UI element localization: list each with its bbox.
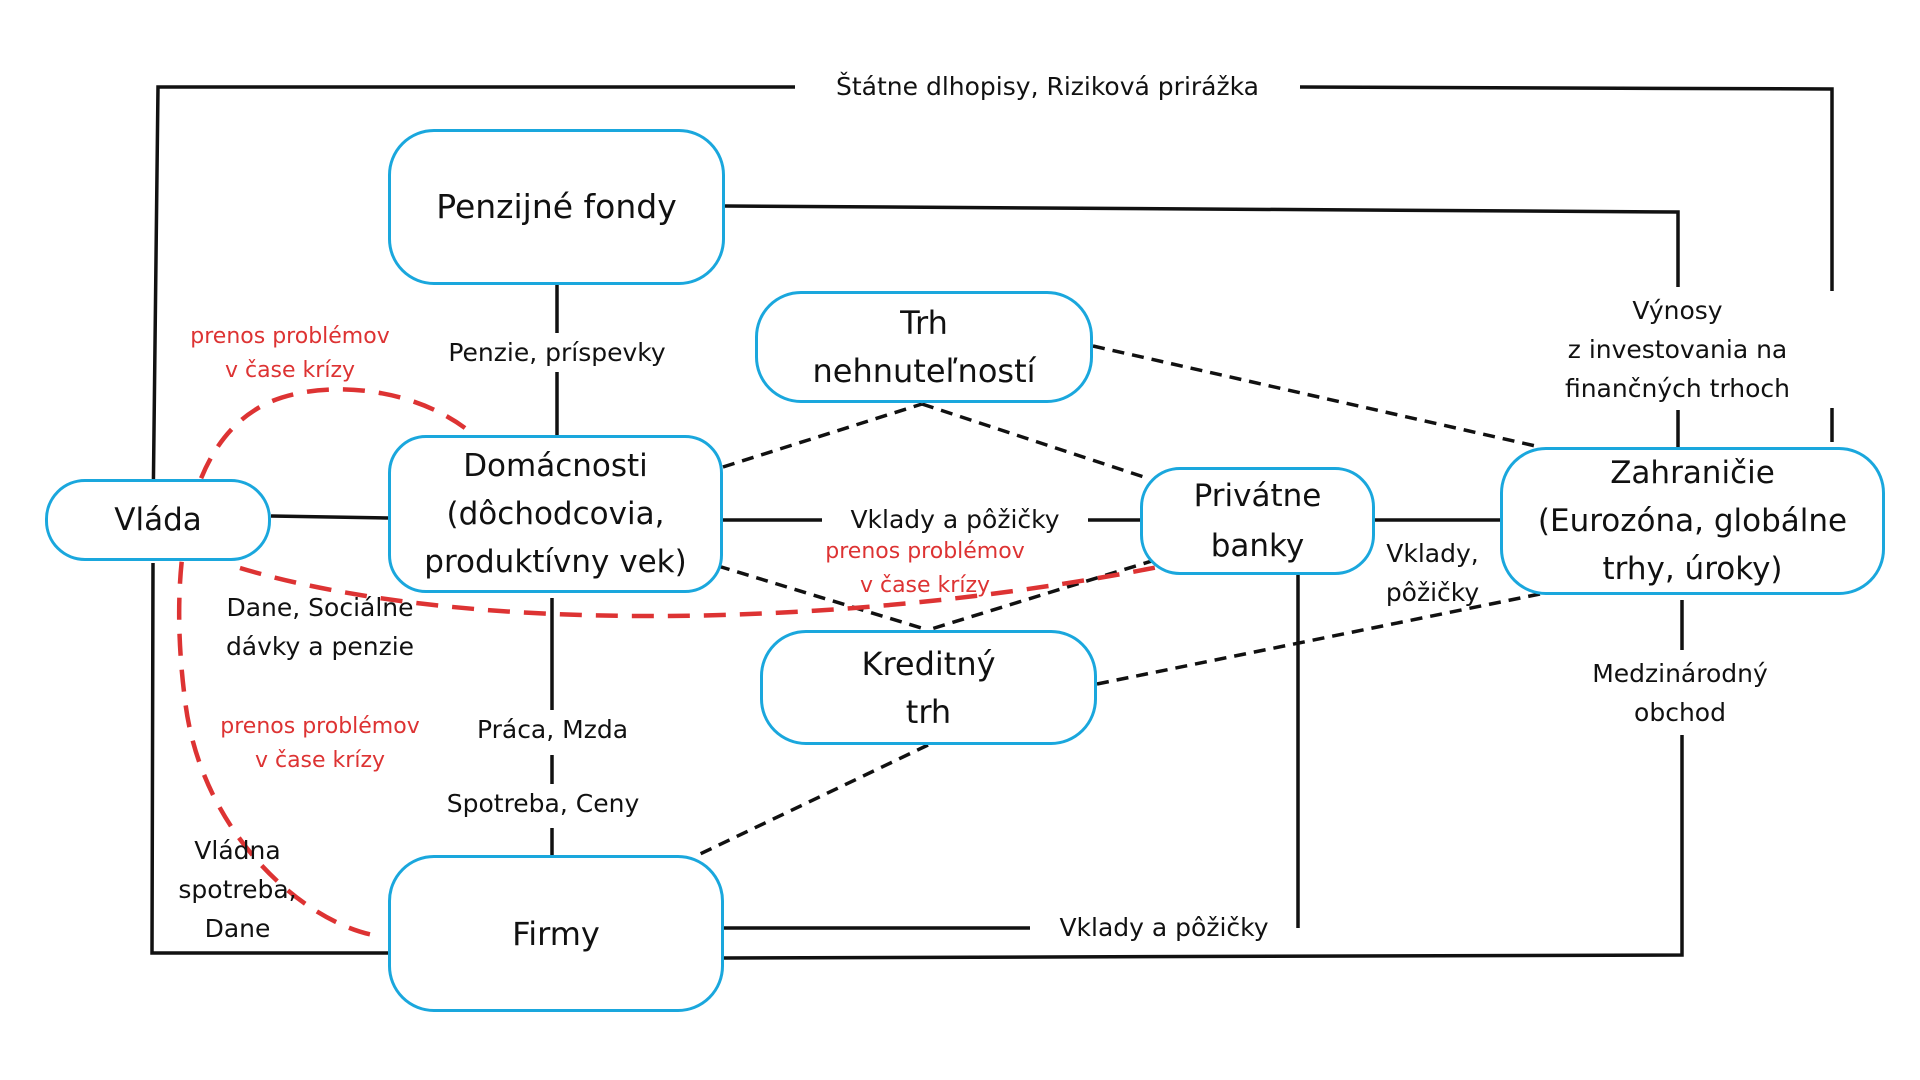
label-dane-socialne: Dane, Sociálne dávky a penzie <box>225 593 415 661</box>
label-vklady-pozicky-top: Vklady a pôžičky <box>825 500 1085 539</box>
line-firmy-medzinarodny-obchod <box>722 735 1684 960</box>
node-firmy[interactable]: Firmy <box>388 855 724 1012</box>
node-trh-nehnutelnosti-label: Trh nehnuteľností <box>812 304 1036 390</box>
node-vlada[interactable]: Vláda <box>45 479 271 561</box>
label-vladna-spotreba: Vládna spotreba, Dane <box>178 836 297 943</box>
node-vlada-label: Vláda <box>114 502 202 538</box>
crisis-curve-domacnosti-vlada-firmy <box>176 387 467 938</box>
node-penzijne-fondy[interactable]: Penzijné fondy <box>388 129 725 285</box>
label-statne-dlhopisy: Štátne dlhopisy, Riziková prirážka <box>800 67 1295 106</box>
label-medzinarodny-obchod: Medzinárodný obchod <box>1560 654 1800 732</box>
node-privatne-banky-label: Privátne banky <box>1193 478 1322 564</box>
node-kreditny-trh[interactable]: Kreditný trh <box>760 630 1097 745</box>
dash-trh-nehnutelnosti-privatne-banky <box>921 402 1148 480</box>
crisis-label-bottom-left: prenos problémov v čase krízy <box>220 714 420 773</box>
node-privatne-banky[interactable]: Privátne banky <box>1140 467 1375 575</box>
label-praca-mzda: Práca, Mzda <box>440 710 665 749</box>
line-penzijne-fondy-vynosy <box>724 204 1680 287</box>
node-penzijne-fondy-label: Penzijné fondy <box>436 187 677 226</box>
node-trh-nehnutelnosti[interactable]: Trh nehnuteľností <box>755 291 1093 403</box>
dash-trh-nehnutelnosti-zahranicie <box>1092 344 1541 449</box>
dash-kreditny-trh-firmy <box>697 743 929 857</box>
node-zahranicie[interactable]: Zahraničie (Eurozóna, globálne trhy, úro… <box>1500 447 1885 595</box>
node-domacnosti-label: Domácnosti (dôchodcovia, produktívny vek… <box>424 448 687 580</box>
node-zahranicie-label: Zahraničie (Eurozóna, globálne trhy, úro… <box>1537 455 1848 587</box>
node-domacnosti[interactable]: Domácnosti (dôchodcovia, produktívny vek… <box>388 435 723 593</box>
dash-domacnosti-kreditny-trh <box>717 564 929 632</box>
label-penzie-prispevky: Penzie, príspevky <box>417 333 697 372</box>
line-vlada-firmy <box>150 562 388 955</box>
crisis-curve-vlada-privatne-banky <box>239 560 1179 619</box>
crisis-label-middle: prenos problémov v čase krízy <box>825 539 1025 598</box>
label-vklady-pozicky-side: Vklady, pôžičky <box>1385 539 1480 607</box>
node-kreditny-trh-label: Kreditný trh <box>861 644 996 731</box>
label-spotreba-ceny: Spotreba, Ceny <box>413 784 673 823</box>
node-firmy-label: Firmy <box>512 914 600 953</box>
label-vynosy: Výnosy z investovania na finančných trho… <box>1520 291 1835 408</box>
line-vlada-domacnosti <box>270 514 389 520</box>
dash-kreditny-trh-zahranicie <box>1096 592 1541 686</box>
dash-domacnosti-trh-nehnutelnosti <box>722 402 923 469</box>
crisis-label-top-left: prenos problémov v čase krízy <box>190 324 390 383</box>
line-vlada-statne-dlhopisy-left <box>151 85 795 518</box>
label-vklady-pozicky-bottom: Vklady a pôžičky <box>1032 908 1296 947</box>
